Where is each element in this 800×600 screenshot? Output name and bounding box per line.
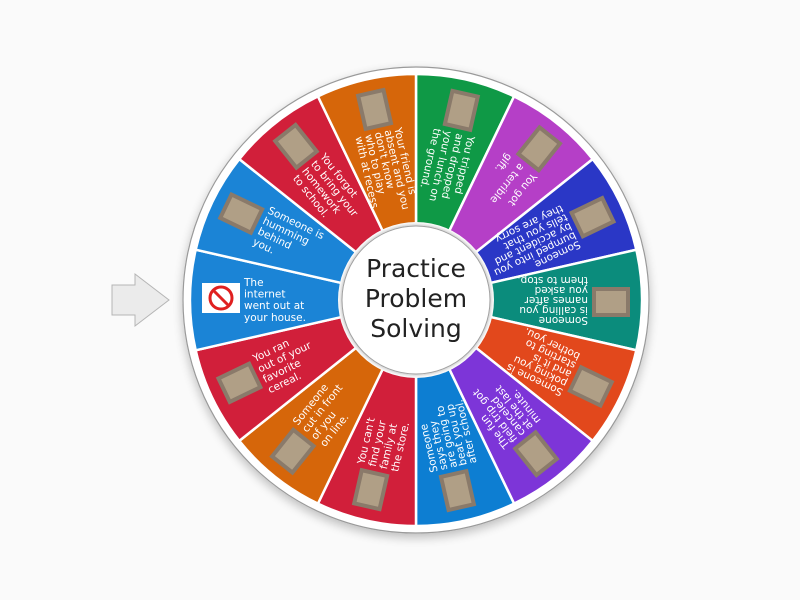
- segment-label-line: your house.: [244, 312, 306, 324]
- segment-label-line: names after: [524, 294, 588, 306]
- segment-wedge: [188, 248, 417, 352]
- wheel-title-line-3: Solving: [370, 314, 462, 343]
- pointer-arrow: [111, 272, 170, 328]
- segment-label-line: Someone: [539, 314, 588, 326]
- wheel-hub[interactable]: Practice Problem Solving: [338, 222, 494, 378]
- segment-label-line: internet: [244, 289, 286, 301]
- segment-label-line: them to stop.: [517, 274, 588, 286]
- segment-wedge: [415, 248, 644, 352]
- segment-label-line: went out at: [244, 300, 304, 312]
- arrow-right-icon: [111, 272, 170, 328]
- segment-label-line: you asked: [535, 284, 588, 296]
- segment-label-line: The: [243, 277, 264, 289]
- wheel-title-line-2: Problem: [365, 284, 467, 313]
- segment-label-line: is calling you: [519, 304, 588, 316]
- wheel-title-line-1: Practice: [366, 254, 466, 283]
